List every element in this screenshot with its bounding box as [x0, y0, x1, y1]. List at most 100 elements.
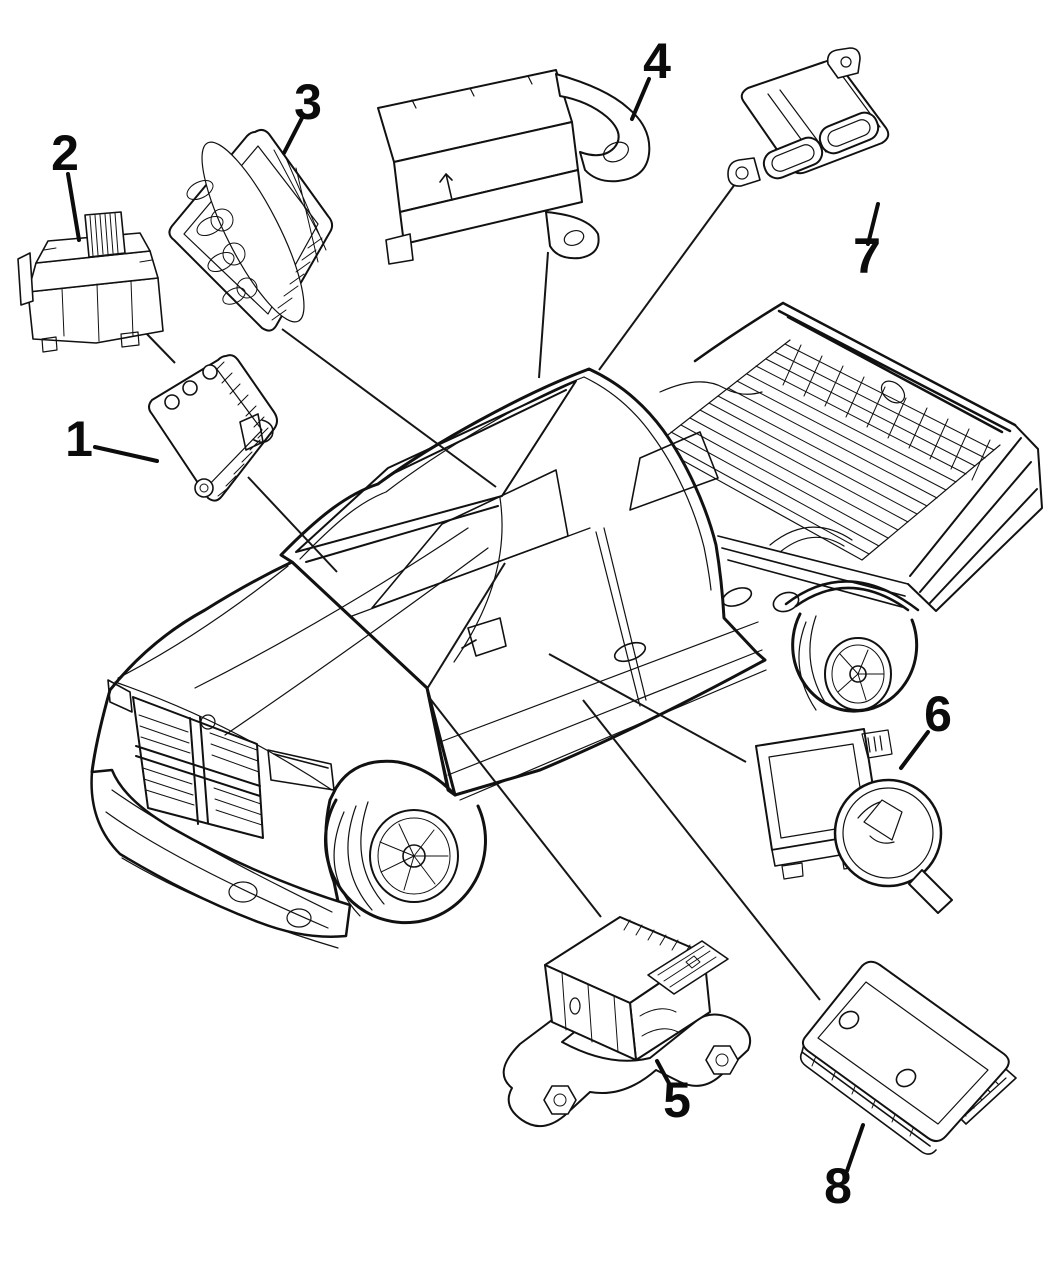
callout-number-7: 7 — [853, 228, 881, 284]
part-4-foot — [385, 233, 414, 265]
callout-leader-8 — [845, 1123, 865, 1173]
locator-line-part-8 — [582, 699, 821, 1001]
part-2-seams — [43, 247, 153, 342]
part-5-seams — [561, 972, 679, 1053]
part-7-connector-1-inner — [771, 144, 815, 172]
part-4-module-with-bracket-drawing — [377, 69, 651, 265]
fog-lamp-left — [228, 881, 258, 903]
front-tire — [324, 798, 487, 925]
part-3-cavity-4 — [222, 287, 246, 305]
part-1-plate — [148, 354, 278, 502]
part-1-connector-band — [203, 367, 263, 491]
part-4-foot-hole — [563, 229, 585, 247]
part-3-cavity-2 — [196, 215, 224, 237]
door-window-rear — [629, 431, 719, 511]
front-wheel-rim-inner — [377, 817, 451, 895]
callout-number-6: 6 — [924, 686, 952, 742]
callout-leader-4 — [630, 77, 651, 121]
truck-cab — [279, 367, 800, 801]
front-wheel — [324, 798, 487, 925]
bed-floor-outline — [654, 339, 1001, 561]
truck-bed — [654, 301, 1043, 612]
part-4-bracket-foot — [545, 211, 600, 260]
fog-lamp-right — [286, 908, 312, 928]
part-2-fuse-box-drawing — [17, 211, 164, 353]
bed-far-rail — [693, 301, 1017, 434]
part-5-box-left — [544, 964, 637, 1061]
locator-lines-layer — [143, 179, 821, 1001]
part-7-tab-right-hole — [840, 56, 852, 68]
locator-line-part-2 — [143, 330, 176, 364]
rear-wheel-spokes — [837, 649, 885, 701]
rear-fender-flare — [784, 580, 920, 612]
bed-tailgate — [907, 424, 1043, 612]
truck-front-end — [90, 497, 503, 949]
part-5-nut-1-stud — [553, 1093, 567, 1107]
part-8-slab — [802, 960, 1010, 1142]
bed-near-rail — [717, 535, 909, 608]
door-handle-rear — [721, 587, 753, 607]
part-6-magnifier-handle — [908, 869, 953, 914]
part-7-relay-module-drawing — [727, 47, 890, 187]
part-8-screw-hole-2 — [895, 1068, 917, 1088]
part-1-screw — [194, 478, 214, 498]
part-4-bracket-hole — [603, 141, 629, 163]
bed-stake-pocket-hole — [880, 380, 906, 404]
locator-line-part-4 — [538, 251, 549, 379]
part-7-tab-left — [727, 157, 761, 187]
callout-number-2: 2 — [51, 125, 79, 181]
rear-tire — [791, 612, 919, 713]
callout-number-1: 1 — [65, 411, 93, 467]
callout-leader-6 — [899, 730, 930, 770]
callout-leader-1 — [93, 445, 159, 463]
part-8-screw-hole-1 — [838, 1010, 860, 1030]
callout-number-3: 3 — [294, 74, 322, 130]
part-5-module-on-bracket-drawing — [502, 916, 752, 1127]
part-7-tab-right — [826, 47, 861, 79]
part-4-edge-ticks — [411, 75, 533, 109]
part-5-hatch — [623, 919, 691, 956]
front-tire-tread — [333, 801, 385, 917]
part-5-nut-2-stud — [715, 1053, 729, 1067]
part-3-module-drawing — [168, 128, 334, 332]
part-6-module-with-magnifier-drawing — [755, 728, 953, 914]
callout-number-8: 8 — [824, 1158, 852, 1214]
locator-line-part-1 — [247, 476, 338, 573]
callout-leader-7 — [866, 202, 880, 246]
part-2-tower — [84, 211, 126, 258]
front-wheel-spokes — [379, 823, 449, 891]
locator-line-part-5 — [426, 562, 506, 690]
part-1-engine-module-drawing — [148, 354, 278, 502]
fuel-filler-door — [772, 591, 800, 613]
callout-leader-5 — [655, 1059, 673, 1089]
part-2-tower-ribs — [89, 212, 119, 257]
part-7-tab-left-hole — [735, 166, 749, 180]
part-6-clip-detail — [857, 799, 903, 844]
part-4-lower-band — [399, 169, 583, 245]
callout-number-5: 5 — [663, 1072, 691, 1128]
bed-wheel-hump — [659, 381, 853, 553]
truck-drawing — [90, 301, 1043, 949]
cab-rear-pillar — [583, 376, 712, 591]
cab-silhouette — [279, 367, 767, 797]
part-3-knob-1 — [210, 208, 234, 232]
locator-line-part-7 — [598, 179, 739, 371]
part-1-screw-inner — [199, 483, 209, 493]
part-3-knob-2 — [222, 242, 246, 266]
part-7-connector-2-inner — [827, 119, 871, 147]
part-5-connector-pins — [657, 945, 717, 988]
locator-line-part-6 — [548, 653, 747, 763]
windshield — [295, 380, 577, 563]
part-3-inner-border — [183, 145, 319, 315]
part-5-hole — [569, 997, 581, 1015]
part-3-channels — [273, 149, 327, 263]
rear-tire-tread — [798, 615, 827, 711]
locator-line-part-3 — [281, 328, 497, 488]
part-1-boss-1 — [202, 364, 218, 380]
door-handle-front — [613, 641, 647, 663]
part-3-hatch — [271, 237, 323, 321]
part-5-connector — [647, 940, 729, 995]
